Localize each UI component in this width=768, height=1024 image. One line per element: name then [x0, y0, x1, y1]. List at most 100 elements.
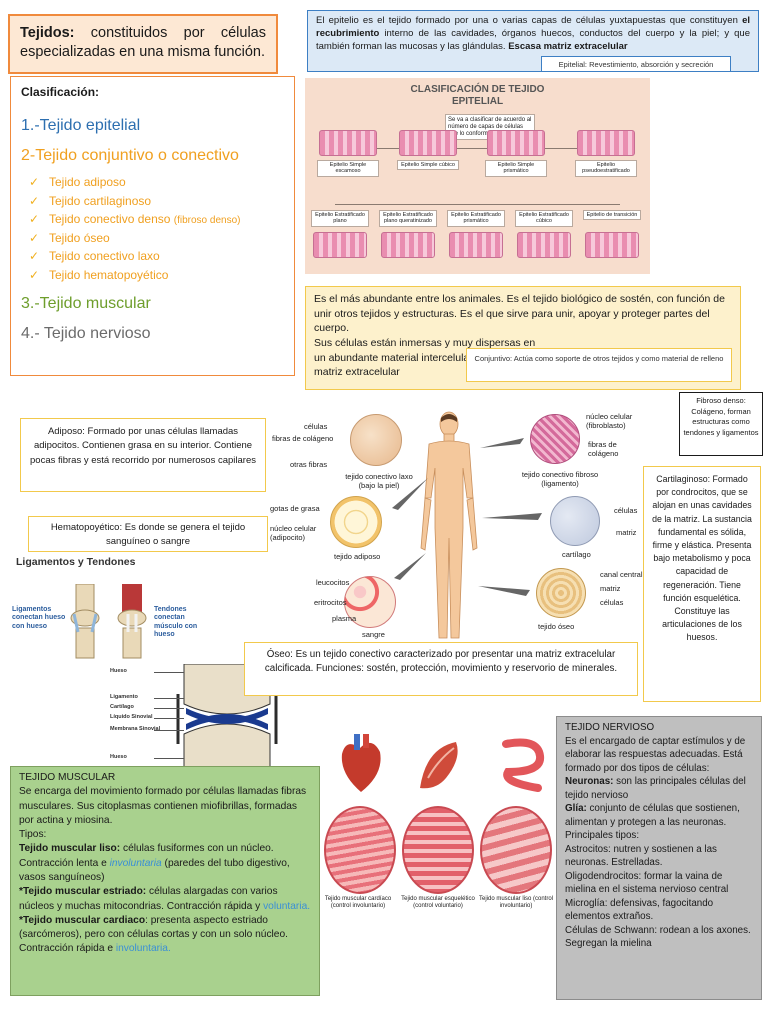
intestine-icon: [502, 738, 545, 792]
muscle-tissue-figure: Tejido muscular cardíaco (control involu…: [318, 732, 554, 912]
epithelium-label: Epitelio Estratificado cúbico: [515, 210, 573, 227]
muscular-title: TEJIDO MUSCULAR: [19, 772, 116, 783]
connective-tissue-figure: células fibras de colágeno otras fibras …: [268, 408, 643, 640]
epithelium-image: [487, 130, 545, 156]
caption-cardiac: Tejido muscular cardíaco (control involu…: [324, 896, 392, 910]
joint-label: Ligamento: [110, 694, 138, 700]
muscular-liso: Tejido muscular liso: células fusiformes…: [19, 843, 290, 883]
epitelial-heading: 1.-Tejido epitelial: [21, 117, 141, 134]
label-fat-drops: gotas de grasa: [270, 504, 320, 513]
intro-text: Tejidos: constituidos por células especi…: [20, 25, 266, 60]
caption-fibroso: tejido conectivo fibroso (ligamento): [521, 470, 599, 488]
heart-icon: [341, 734, 381, 792]
nervioso-title: TEJIDO NERVIOSO: [565, 722, 655, 733]
nervioso-heading: 4.- Tejido nervioso: [21, 324, 151, 342]
joint-label-leader: [154, 698, 184, 699]
nervioso-schwann: Células de Schwann: rodean a los axones.…: [565, 924, 751, 950]
subtype-item: Tejido adiposo: [21, 173, 284, 192]
subtype-item: Tejido hematopoyético: [21, 266, 284, 285]
figure-title-line1: CLASIFICACIÓN DE TEJIDO: [410, 84, 545, 95]
label-collagen-laxo: fibras de colágeno: [272, 434, 334, 443]
fibroso-box: Fibroso denso: Colágeno, forman estructu…: [679, 392, 763, 456]
nervioso-astrocitos: Astrocitos: nutren y sostienen a las neu…: [565, 843, 717, 869]
epithelium-image: [319, 130, 377, 156]
nervioso-box: TEJIDO NERVIOSO Es el encargado de capta…: [556, 716, 762, 1000]
cardiac-muscle-image: [324, 806, 396, 894]
subtype-item: Tejido conectivo denso (fibroso denso): [21, 210, 284, 229]
ligaments-label: Ligamentos conectan hueso con hueso: [12, 606, 66, 630]
caption-cartilage: cartílago: [562, 550, 591, 559]
muscular-cardiaco: *Tejido muscular cardiaco: presenta aspe…: [19, 914, 288, 955]
epithelium-image: [381, 232, 435, 258]
label-matrix-cartilage: matriz: [616, 528, 637, 537]
nervioso-microglia: Microglía: defensivas, fagocitando eleme…: [565, 897, 714, 923]
joint-label-leader: [154, 672, 184, 673]
caption-laxo: tejido conectivo laxo (bajo la piel): [345, 472, 413, 490]
epithelium-image: [577, 130, 635, 156]
fibrous-tissue-image: [530, 414, 580, 464]
label-central-canal: canal central: [600, 570, 643, 579]
tendons-label: Tendones conectan músculo con hueso: [154, 606, 198, 639]
epithelium-image: [449, 232, 503, 258]
epithelium-label: Epitelio Simple prismático: [485, 160, 547, 177]
joint-label: Líquido Sinovial: [110, 714, 153, 720]
joint-label: Hueso: [110, 668, 127, 674]
clasificacion-box: Clasificación: 1.-Tejido epitelial 2-Tej…: [10, 76, 295, 376]
label-other-fibers: otras fibras: [290, 460, 328, 469]
skeletal-muscle-image: [402, 806, 474, 894]
label-matrix-bone: matriz: [600, 584, 621, 593]
joint-label-leader: [154, 708, 184, 709]
epitelio-note: Epitelial: Revestimiento, absorción y se…: [541, 56, 731, 72]
human-body-illustration: [420, 411, 478, 639]
subtype-item: Tejido cartilaginoso: [21, 192, 284, 211]
epitelio-box: El epitelio es el tejido formado por una…: [307, 10, 759, 72]
caption-adiposo: tejido adiposo: [334, 552, 381, 561]
bone-tissue-image: [536, 568, 586, 618]
epithelium-label: Epitelio Estratificado plano: [311, 210, 369, 227]
joint-label: Membrana Sinovial: [110, 726, 161, 732]
subtype-item: Tejido óseo: [21, 229, 284, 248]
oseo-box: Óseo: Es un tejido conectivo caracteriza…: [244, 642, 638, 696]
epithelium-image: [399, 130, 457, 156]
joint-label-leader: [154, 730, 184, 731]
label-nucleus-fibroblast: núcleo celular (fibroblasto): [586, 412, 633, 430]
loose-connective-tissue-image: [350, 414, 402, 466]
smooth-muscle-image: [480, 806, 552, 894]
ligaments-title: Ligamentos y Tendones: [16, 556, 136, 568]
joint-label-leader: [154, 758, 184, 759]
muscular-heading: 3.-Tejido muscular: [21, 294, 151, 312]
clasificacion-title: Clasificación:: [21, 85, 100, 99]
label-plasma: plasma: [332, 614, 357, 623]
epithelium-label: Epitelio Simple escamoso: [317, 160, 379, 177]
caption-blood: sangre: [362, 630, 385, 639]
caption-bone: tejido óseo: [538, 622, 575, 631]
epithelium-label: Epitelio de transición: [583, 210, 641, 221]
epithelium-image: [313, 232, 367, 258]
hematopoyetico-box: Hematopoyético: Es donde se genera el te…: [28, 516, 268, 552]
label-leukocytes: leucocitos: [316, 578, 350, 587]
muscular-estriado: *Tejido muscular estriado: células alarg…: [19, 886, 311, 912]
label-cells-bone: células: [600, 598, 624, 607]
nervioso-intro: Es el encargado de captar estímulos y de…: [565, 735, 746, 774]
nervioso-glia: Glía: conjunto de células que sostienen,…: [565, 803, 740, 828]
epithelium-image: [517, 232, 571, 258]
figure-arrows: [392, 438, 542, 596]
muscular-intro: Se encarga del movimiento formado por cé…: [19, 786, 307, 826]
joint-label-leader: [154, 718, 184, 719]
subtype-item: Tejido conectivo laxo: [21, 247, 284, 266]
label-cells-laxo: células: [304, 422, 328, 431]
epithelial-classification-figure: CLASIFICACIÓN DE TEJIDO EPITELIAL Se va …: [305, 78, 650, 274]
nervioso-oligodendrocitos: Oligodendrocitos: formar la vaina de mie…: [565, 870, 729, 896]
label-collagen-fibroso: fibras de colágeno: [588, 440, 619, 458]
muscular-box: TEJIDO MUSCULAR Se encarga del movimient…: [10, 766, 320, 996]
muscular-tipos: Tipos:: [19, 829, 47, 841]
epithelium-image: [585, 232, 639, 258]
blood-image: [344, 576, 396, 628]
cartilaginoso-box: Cartilaginoso: Formado por condrocitos, …: [643, 466, 761, 702]
caption-smooth: Tejido muscular liso (control involuntar…: [478, 896, 554, 910]
epithelium-label: Epitelio Estratificado prismático: [447, 210, 505, 227]
conjuntivo-note: Conjuntivo: Actúa como soporte de otros …: [466, 348, 732, 382]
label-erythrocytes: eritrocitos: [314, 598, 347, 607]
knee-illustration: [70, 584, 147, 659]
joint-label: Hueso: [110, 754, 127, 760]
